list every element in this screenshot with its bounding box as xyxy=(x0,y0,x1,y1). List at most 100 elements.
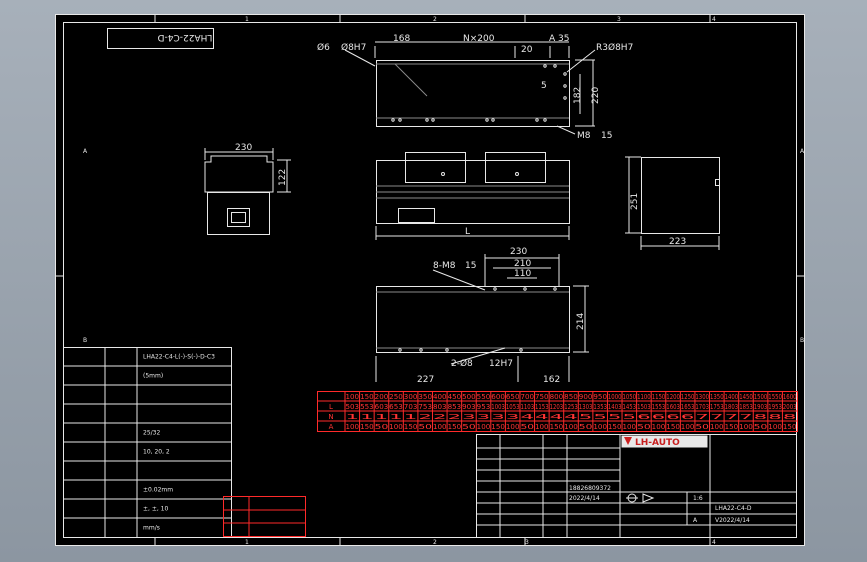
stroke-cell: 100 xyxy=(681,423,695,431)
stroke-cell: 150 xyxy=(448,423,462,431)
stroke-cell: 4 xyxy=(521,413,536,421)
stroke-cell: 5 xyxy=(608,413,622,421)
end-height: 122 xyxy=(278,169,288,186)
stroke-cell: 150 xyxy=(550,423,564,431)
stroke-cell: 100 xyxy=(652,423,666,431)
stroke-cell: 100 xyxy=(710,423,724,431)
stroke-cell: 1200 xyxy=(666,393,680,401)
top-height-220: 220 xyxy=(591,87,601,104)
end-width: 230 xyxy=(235,143,252,153)
stroke-cell: 100 xyxy=(506,423,520,431)
stroke-cell: 7 xyxy=(725,413,739,421)
stroke-cell: 100 xyxy=(593,423,607,431)
stroke-cell: 5 xyxy=(623,413,637,421)
right-view xyxy=(625,156,720,250)
stroke-cell: 450 xyxy=(448,393,462,401)
stroke-cell: 1053 xyxy=(506,403,520,411)
stroke-cell: 8 xyxy=(768,413,782,421)
stroke-cell: 650 xyxy=(506,393,520,401)
stroke-cell: 7 xyxy=(710,413,724,421)
bottom-callout-top: 8-M8 xyxy=(433,261,456,271)
model-code-text: LHA22-C4-D xyxy=(158,32,213,42)
stroke-cell: 8 xyxy=(783,413,797,421)
stroke-cell: 3 xyxy=(491,413,505,421)
stroke-cell: 900 xyxy=(579,393,593,401)
zone-top-1: 1 xyxy=(245,16,249,23)
stroke-cell: 750 xyxy=(535,393,549,401)
stroke-cell: 50 xyxy=(637,423,651,431)
model-code-box: LHA22-C4-D xyxy=(107,28,214,49)
stroke-cell: 950 xyxy=(593,393,607,401)
stroke-cell: 803 xyxy=(433,403,447,411)
bottom-callout-bottom-suffix: 12H7 xyxy=(489,359,513,369)
stroke-cell: 653 xyxy=(389,403,403,411)
zone-side-a-right: A xyxy=(800,148,805,155)
stroke-cell: 1150 xyxy=(652,393,666,401)
zone-bottom-4: 4 xyxy=(712,539,716,546)
stroke-cell: 150 xyxy=(360,423,374,431)
outer-frame xyxy=(55,14,805,546)
top-dim-20: 20 xyxy=(521,45,533,55)
stroke-cell: 100 xyxy=(389,423,403,431)
zone-side-b-right: B xyxy=(800,337,804,344)
top-dim-168: 168 xyxy=(393,34,410,44)
stroke-row-head: N xyxy=(328,413,333,421)
stroke-cell: 703 xyxy=(404,403,418,411)
stroke-cell: 100 xyxy=(535,423,549,431)
zone-top-4: 4 xyxy=(712,16,716,23)
stroke-cell: 1353 xyxy=(593,403,607,411)
stroke-cell: 1403 xyxy=(608,403,622,411)
stroke-cell: 1 xyxy=(360,413,374,421)
stroke-cell: 50 xyxy=(695,423,709,431)
stroke-cell: 600 xyxy=(491,393,505,401)
stroke-cell: 1300 xyxy=(695,393,709,401)
stroke-cell: 550 xyxy=(477,393,491,401)
stroke-cell: 100 xyxy=(739,423,753,431)
stroke-cell: 3 xyxy=(462,413,476,421)
stroke-cell: 1100 xyxy=(637,393,651,401)
stroke-cell: 2 xyxy=(418,413,432,421)
stroke-cell: 100 xyxy=(433,423,447,431)
stroke-cell: 150 xyxy=(725,423,739,431)
stroke-cell: 2 xyxy=(448,413,462,421)
stroke-cell: 6 xyxy=(637,413,652,421)
stroke-cell: 1 xyxy=(404,413,418,421)
stroke-cell: 1303 xyxy=(579,403,593,411)
stroke-cell: 1250 xyxy=(681,393,695,401)
stroke-cell: 350 xyxy=(418,393,432,401)
stroke-cell: 1203 xyxy=(550,403,564,411)
stroke-cell: 50 xyxy=(521,423,535,431)
stroke-cell: 1253 xyxy=(564,403,578,411)
stroke-cell: 503 xyxy=(346,403,360,411)
stroke-cell: 8 xyxy=(754,413,768,421)
stroke-cell: 4 xyxy=(550,413,565,421)
zone-ticks xyxy=(55,14,805,546)
top-hole-right: Ø8H7 xyxy=(608,42,633,53)
drawing-sheet: 1 2 3 4 A B A B 1 2 3 4 LHA22-C4-D xyxy=(55,14,805,546)
top-bottom-callout-suffix: 15 xyxy=(601,131,612,141)
bottom-height: 214 xyxy=(576,313,586,330)
spec-value: LHA22-C4-L(-)-S(-)-D-C3 xyxy=(143,354,215,361)
stroke-cell: 1000 xyxy=(608,393,622,401)
stroke-cell: 1803 xyxy=(725,403,739,411)
spec-value: mm/s xyxy=(143,525,160,532)
stroke-cell: 2003 xyxy=(783,403,797,411)
zone-side-b: B xyxy=(83,337,87,344)
top-hole-right-left-label: Ø8H7 xyxy=(341,42,366,53)
top-hole-left: Ø6 xyxy=(317,42,330,53)
stroke-cell: 150 xyxy=(404,423,418,431)
bottom-dim-110: 110 xyxy=(514,269,531,279)
company-logo: LH-AUTO xyxy=(635,438,680,448)
stroke-cell: 50 xyxy=(579,423,593,431)
stroke-cell: 4 xyxy=(535,413,550,421)
side-view xyxy=(375,152,570,240)
stroke-cell: 1453 xyxy=(623,403,637,411)
title-drawing-no: LHA22-C4-D xyxy=(715,505,752,512)
stroke-cell: 50 xyxy=(754,423,768,431)
stroke-cell: 553 xyxy=(360,403,374,411)
stroke-cell: 150 xyxy=(666,423,680,431)
stroke-cell: 150 xyxy=(608,423,622,431)
bottom-dim-210: 210 xyxy=(514,259,531,269)
stroke-cell: 150 xyxy=(491,423,505,431)
stroke-cell: 50 xyxy=(462,423,476,431)
